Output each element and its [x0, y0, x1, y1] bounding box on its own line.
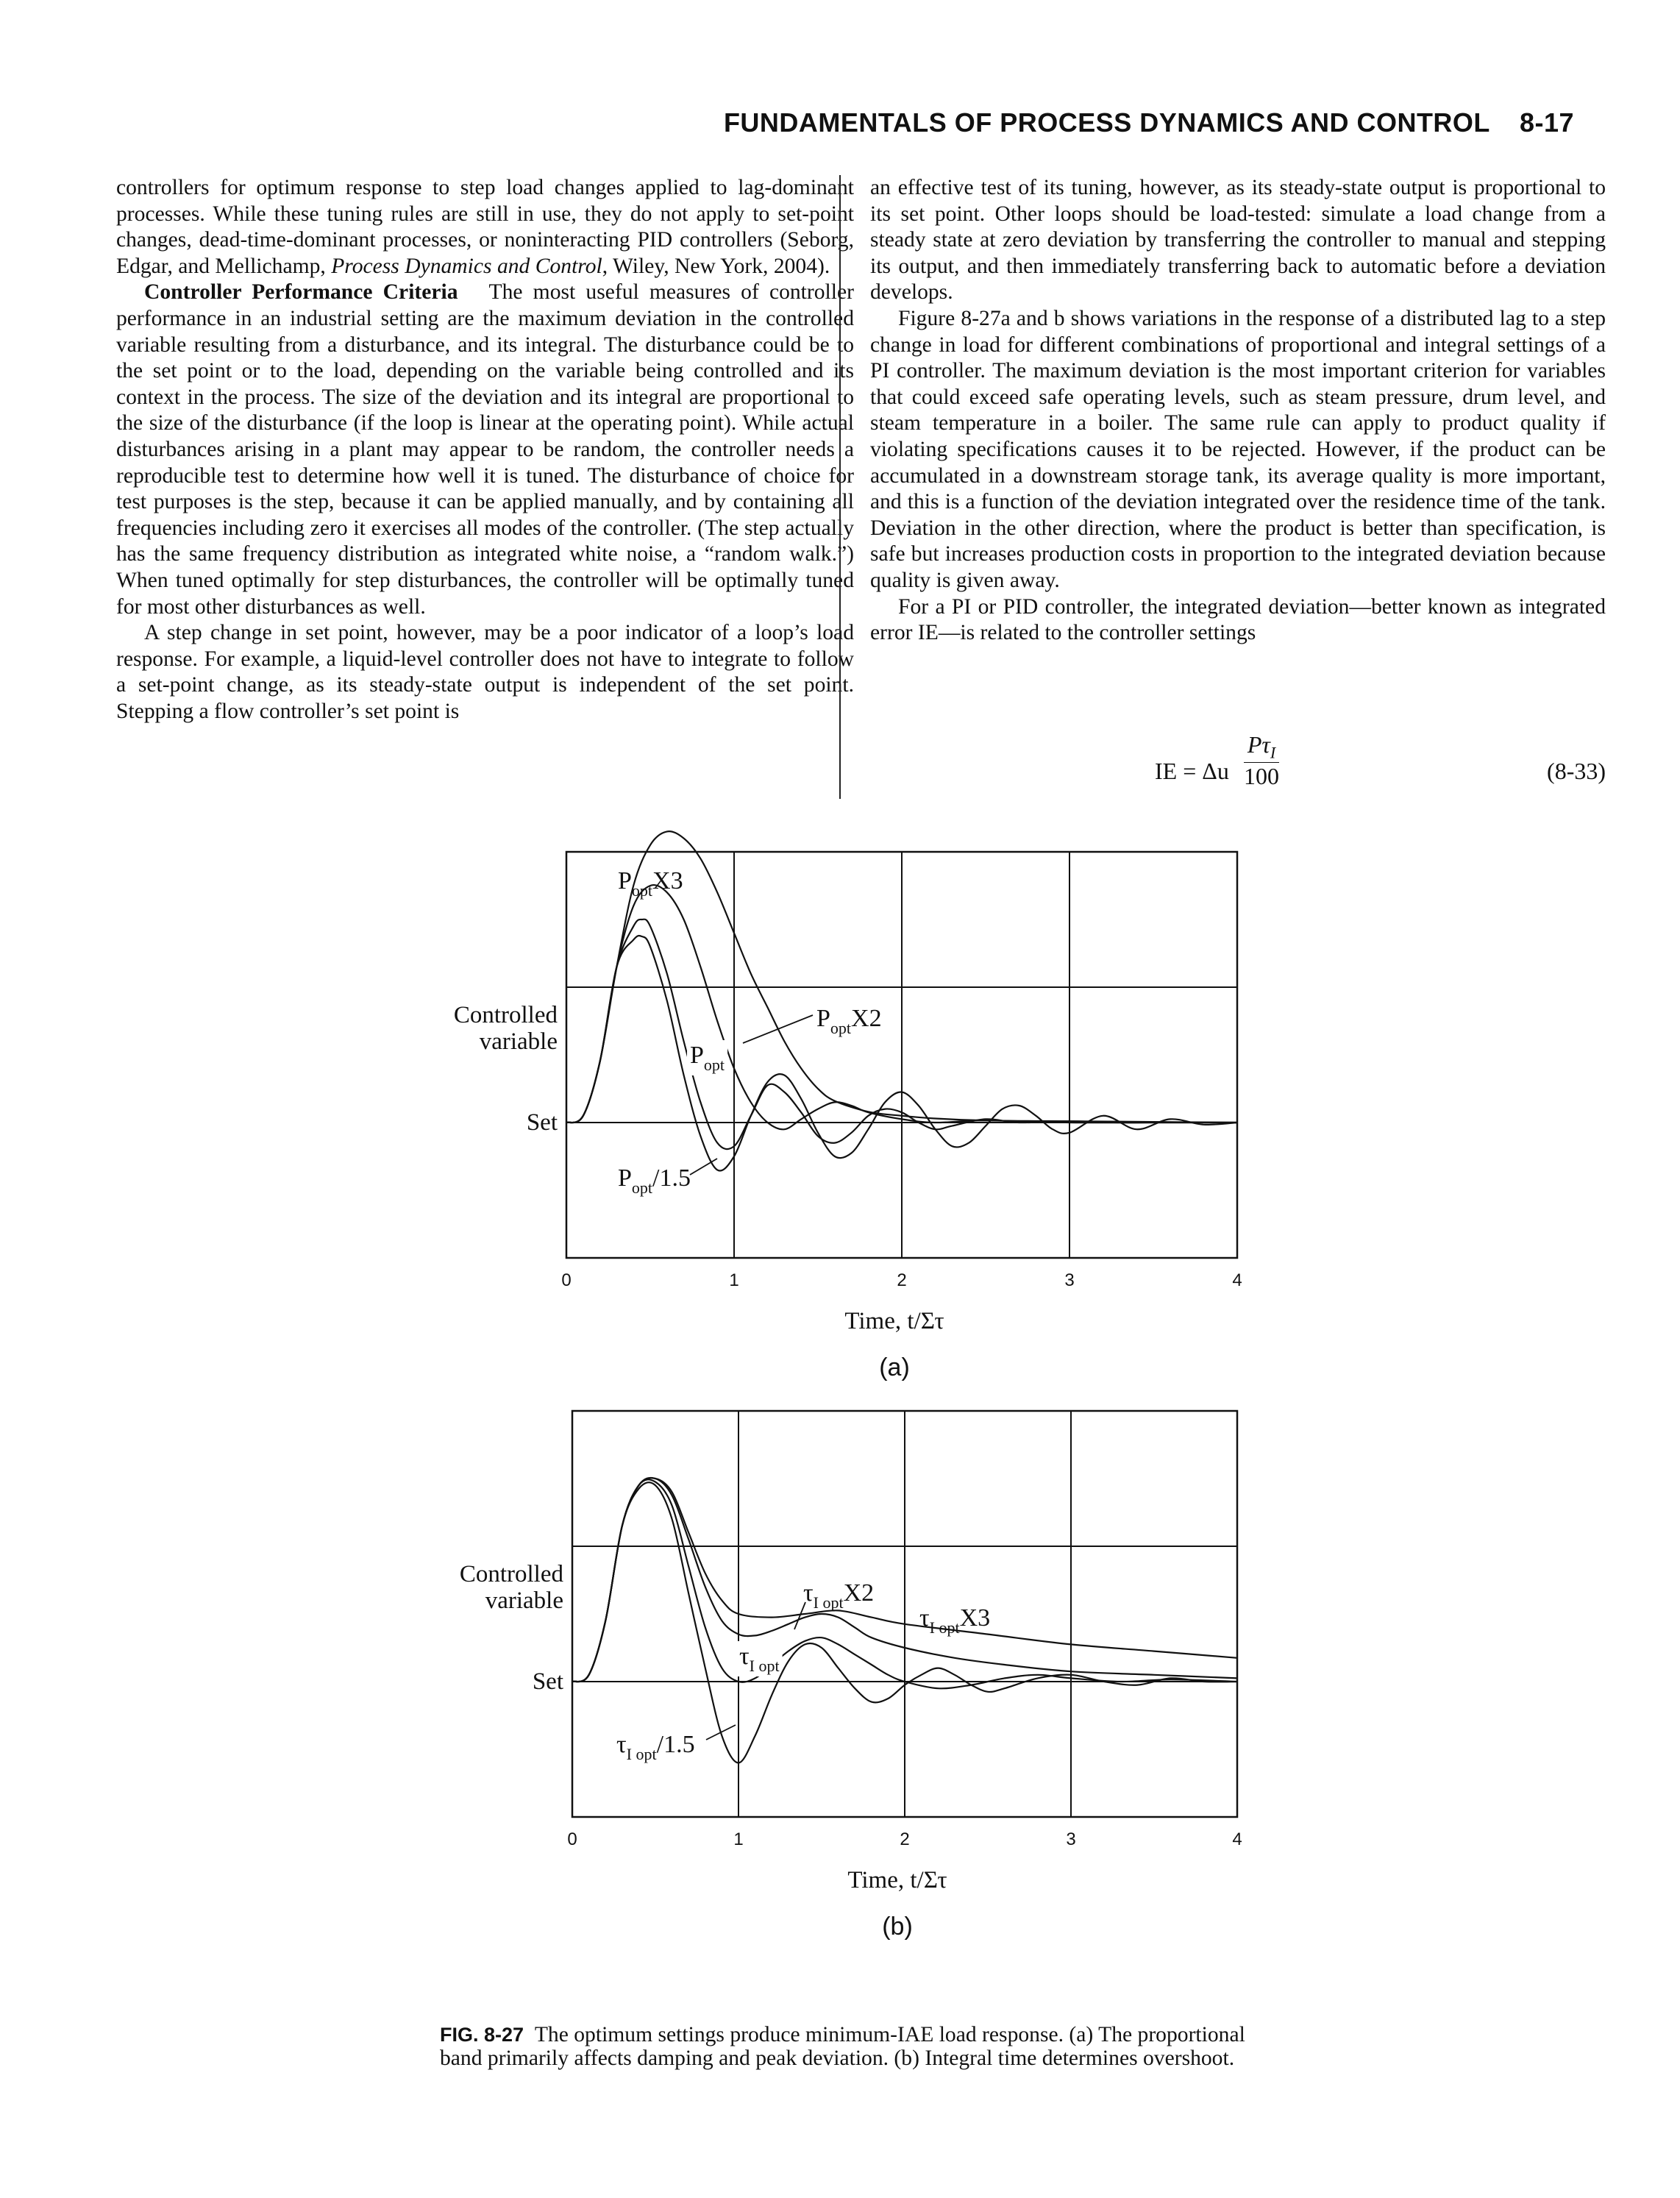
chart-panel-b: τI optX3 τI optX2 τI opt τI opt/1.5 0 1 2 3 4Tim…: [460, 1409, 1242, 1941]
series-label-2: τI opt: [739, 1643, 780, 1675]
right-paragraph-3: For a PI or PID controller, the integrat…: [870, 594, 1606, 645]
series-label-leader: [705, 1724, 736, 1740]
series-label-leader: [742, 1014, 814, 1044]
running-head-title: FUNDAMENTALS OF PROCESS DYNAMICS AND CON…: [723, 107, 1490, 138]
y-axis-label-line2: variable: [480, 1028, 558, 1055]
x-tick-label: 2: [897, 1270, 906, 1290]
x-tick-label: 0: [561, 1270, 571, 1290]
equation-8-33: IE = Δu PτI 100 (8-33): [870, 727, 1606, 808]
run-in-heading: Controller Performance Criteria: [144, 280, 458, 305]
x-tick-label: 4: [1232, 1829, 1242, 1849]
left-paragraph-3: A step change in set point, however, may…: [116, 621, 854, 723]
equation-fraction: PτI 100: [1244, 731, 1279, 790]
series-label-1: τI optX2: [803, 1579, 874, 1612]
series-label-3: τI opt/1.5: [616, 1731, 695, 1763]
panel-label: (a): [879, 1354, 910, 1381]
panel-label: (b): [882, 1913, 913, 1941]
series-label-1: PoptX2: [816, 1005, 882, 1037]
left-paragraph-1: controllers for optimum response to step…: [116, 176, 854, 278]
series-label-2: Popt: [690, 1042, 725, 1074]
series-line-2: [572, 1479, 1238, 1690]
left-paragraph-2: Controller Performance Criteria The most…: [116, 280, 854, 619]
equation-lhs: IE = Δu: [1155, 758, 1229, 784]
x-tick-label: 2: [900, 1829, 909, 1849]
series-line-1: [566, 883, 1237, 1131]
caption-label: FIG. 8-27: [440, 2024, 524, 2046]
left-column: controllers for optimum response to step…: [116, 175, 854, 725]
y-axis-label-line2: variable: [485, 1587, 563, 1614]
caption-text: The optimum settings produce minimum-IAE…: [440, 2023, 1245, 2070]
column-rule: [839, 175, 841, 799]
running-head: FUNDAMENTALS OF PROCESS DYNAMICS AND CON…: [0, 107, 1574, 138]
equation-number: (8-33): [1547, 758, 1606, 784]
y-axis-label-line1: Controlled: [460, 1561, 564, 1587]
x-tick-label: 1: [729, 1270, 738, 1290]
x-tick-label: 3: [1066, 1829, 1075, 1849]
series-label-3: Popt/1.5: [618, 1164, 691, 1197]
x-axis-label: Time, t/Στ: [847, 1867, 947, 1893]
x-tick-label: 3: [1064, 1270, 1074, 1290]
right-column: an effective test of its tuning, however…: [870, 175, 1606, 647]
right-paragraph-2: Figure 8-27a and b shows variations in t…: [870, 306, 1606, 592]
x-axis-label: Time, t/Στ: [844, 1308, 944, 1334]
figure-caption: FIG. 8-27 The optimum settings produce m…: [440, 2023, 1264, 2070]
series-label-0: PoptX3: [618, 867, 683, 900]
series-line-3: [566, 934, 1238, 1172]
x-tick-label: 1: [733, 1829, 743, 1849]
set-point-label: Set: [527, 1109, 558, 1136]
page-number: 8-17: [1519, 107, 1574, 138]
x-tick-label: 0: [567, 1829, 577, 1849]
series-label-leader: [689, 1158, 718, 1176]
series-line-3: [572, 1482, 1238, 1764]
set-point-label: Set: [533, 1668, 563, 1695]
series-label-leader: [794, 1601, 806, 1630]
y-axis-label-line1: Controlled: [454, 1002, 558, 1028]
right-paragraph-1: an effective test of its tuning, however…: [870, 176, 1606, 305]
series-label-0: τI optX3: [919, 1604, 990, 1637]
x-tick-label: 4: [1232, 1270, 1242, 1290]
